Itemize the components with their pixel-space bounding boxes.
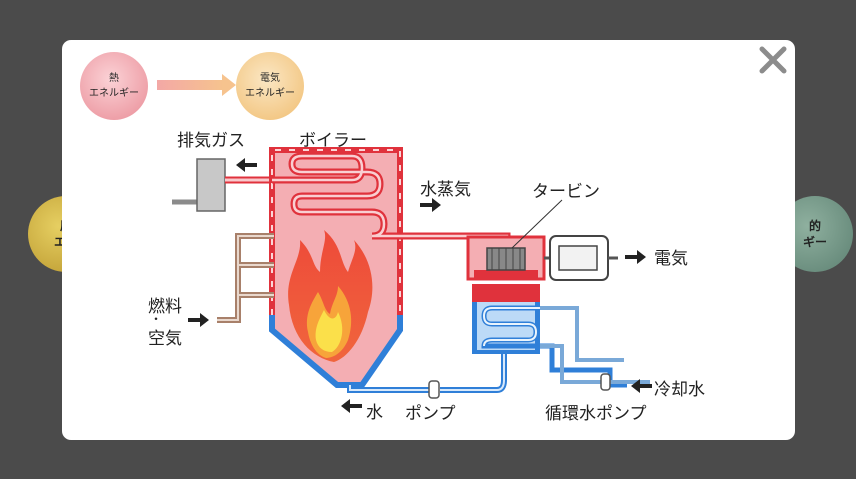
condenser	[472, 284, 627, 388]
label-dot: ・	[150, 312, 163, 326]
close-button[interactable]	[755, 42, 791, 78]
circulation-pump-icon	[600, 373, 611, 391]
power-plant-diagram	[172, 147, 652, 413]
close-icon	[759, 46, 787, 74]
label-pump: ポンプ	[405, 404, 456, 424]
turbine	[466, 199, 563, 281]
flow-arrows	[188, 158, 652, 413]
label-exhaust: 排気ガス	[177, 131, 245, 151]
elec-badge-line1: 電気	[260, 73, 280, 84]
label-fuel: 燃料	[148, 297, 182, 317]
feedwater-pipe	[347, 350, 507, 399]
conversion-arrow-bar	[157, 80, 223, 90]
fuel-feed-pipes	[217, 233, 274, 323]
label-turbine: タービン	[532, 182, 600, 202]
generator	[549, 235, 618, 281]
modal-dialog: 熱 エネルギー 電気 エネルギー	[62, 40, 795, 440]
superheater-coil	[272, 152, 511, 245]
label-circulation-pump: 循環水ポンプ	[545, 404, 647, 424]
label-air: 空気	[148, 329, 182, 349]
electric-energy-badge: 電気 エネルギー	[236, 52, 304, 120]
label-cooling-water: 冷却水	[654, 380, 705, 400]
pump-icon	[428, 380, 440, 399]
label-steam: 水蒸気	[420, 180, 471, 200]
bg-right-line2: ギー	[802, 235, 827, 249]
cooling-water-pipes	[540, 306, 650, 391]
heat-energy-badge: 熱 エネルギー	[80, 52, 148, 120]
heat-badge-line2: エネルギー	[89, 88, 139, 99]
label-boiler: ボイラー	[299, 131, 367, 151]
heat-badge-line1: 熱	[109, 73, 119, 84]
flame-icon	[288, 230, 373, 362]
label-water: 水	[366, 403, 383, 423]
conversion-arrow-icon	[222, 74, 236, 96]
elec-badge-line2: エネルギー	[245, 88, 295, 99]
exhaust-stack	[172, 158, 272, 212]
label-electricity: 電気	[654, 249, 688, 269]
bg-right-line1: 的	[808, 218, 821, 233]
